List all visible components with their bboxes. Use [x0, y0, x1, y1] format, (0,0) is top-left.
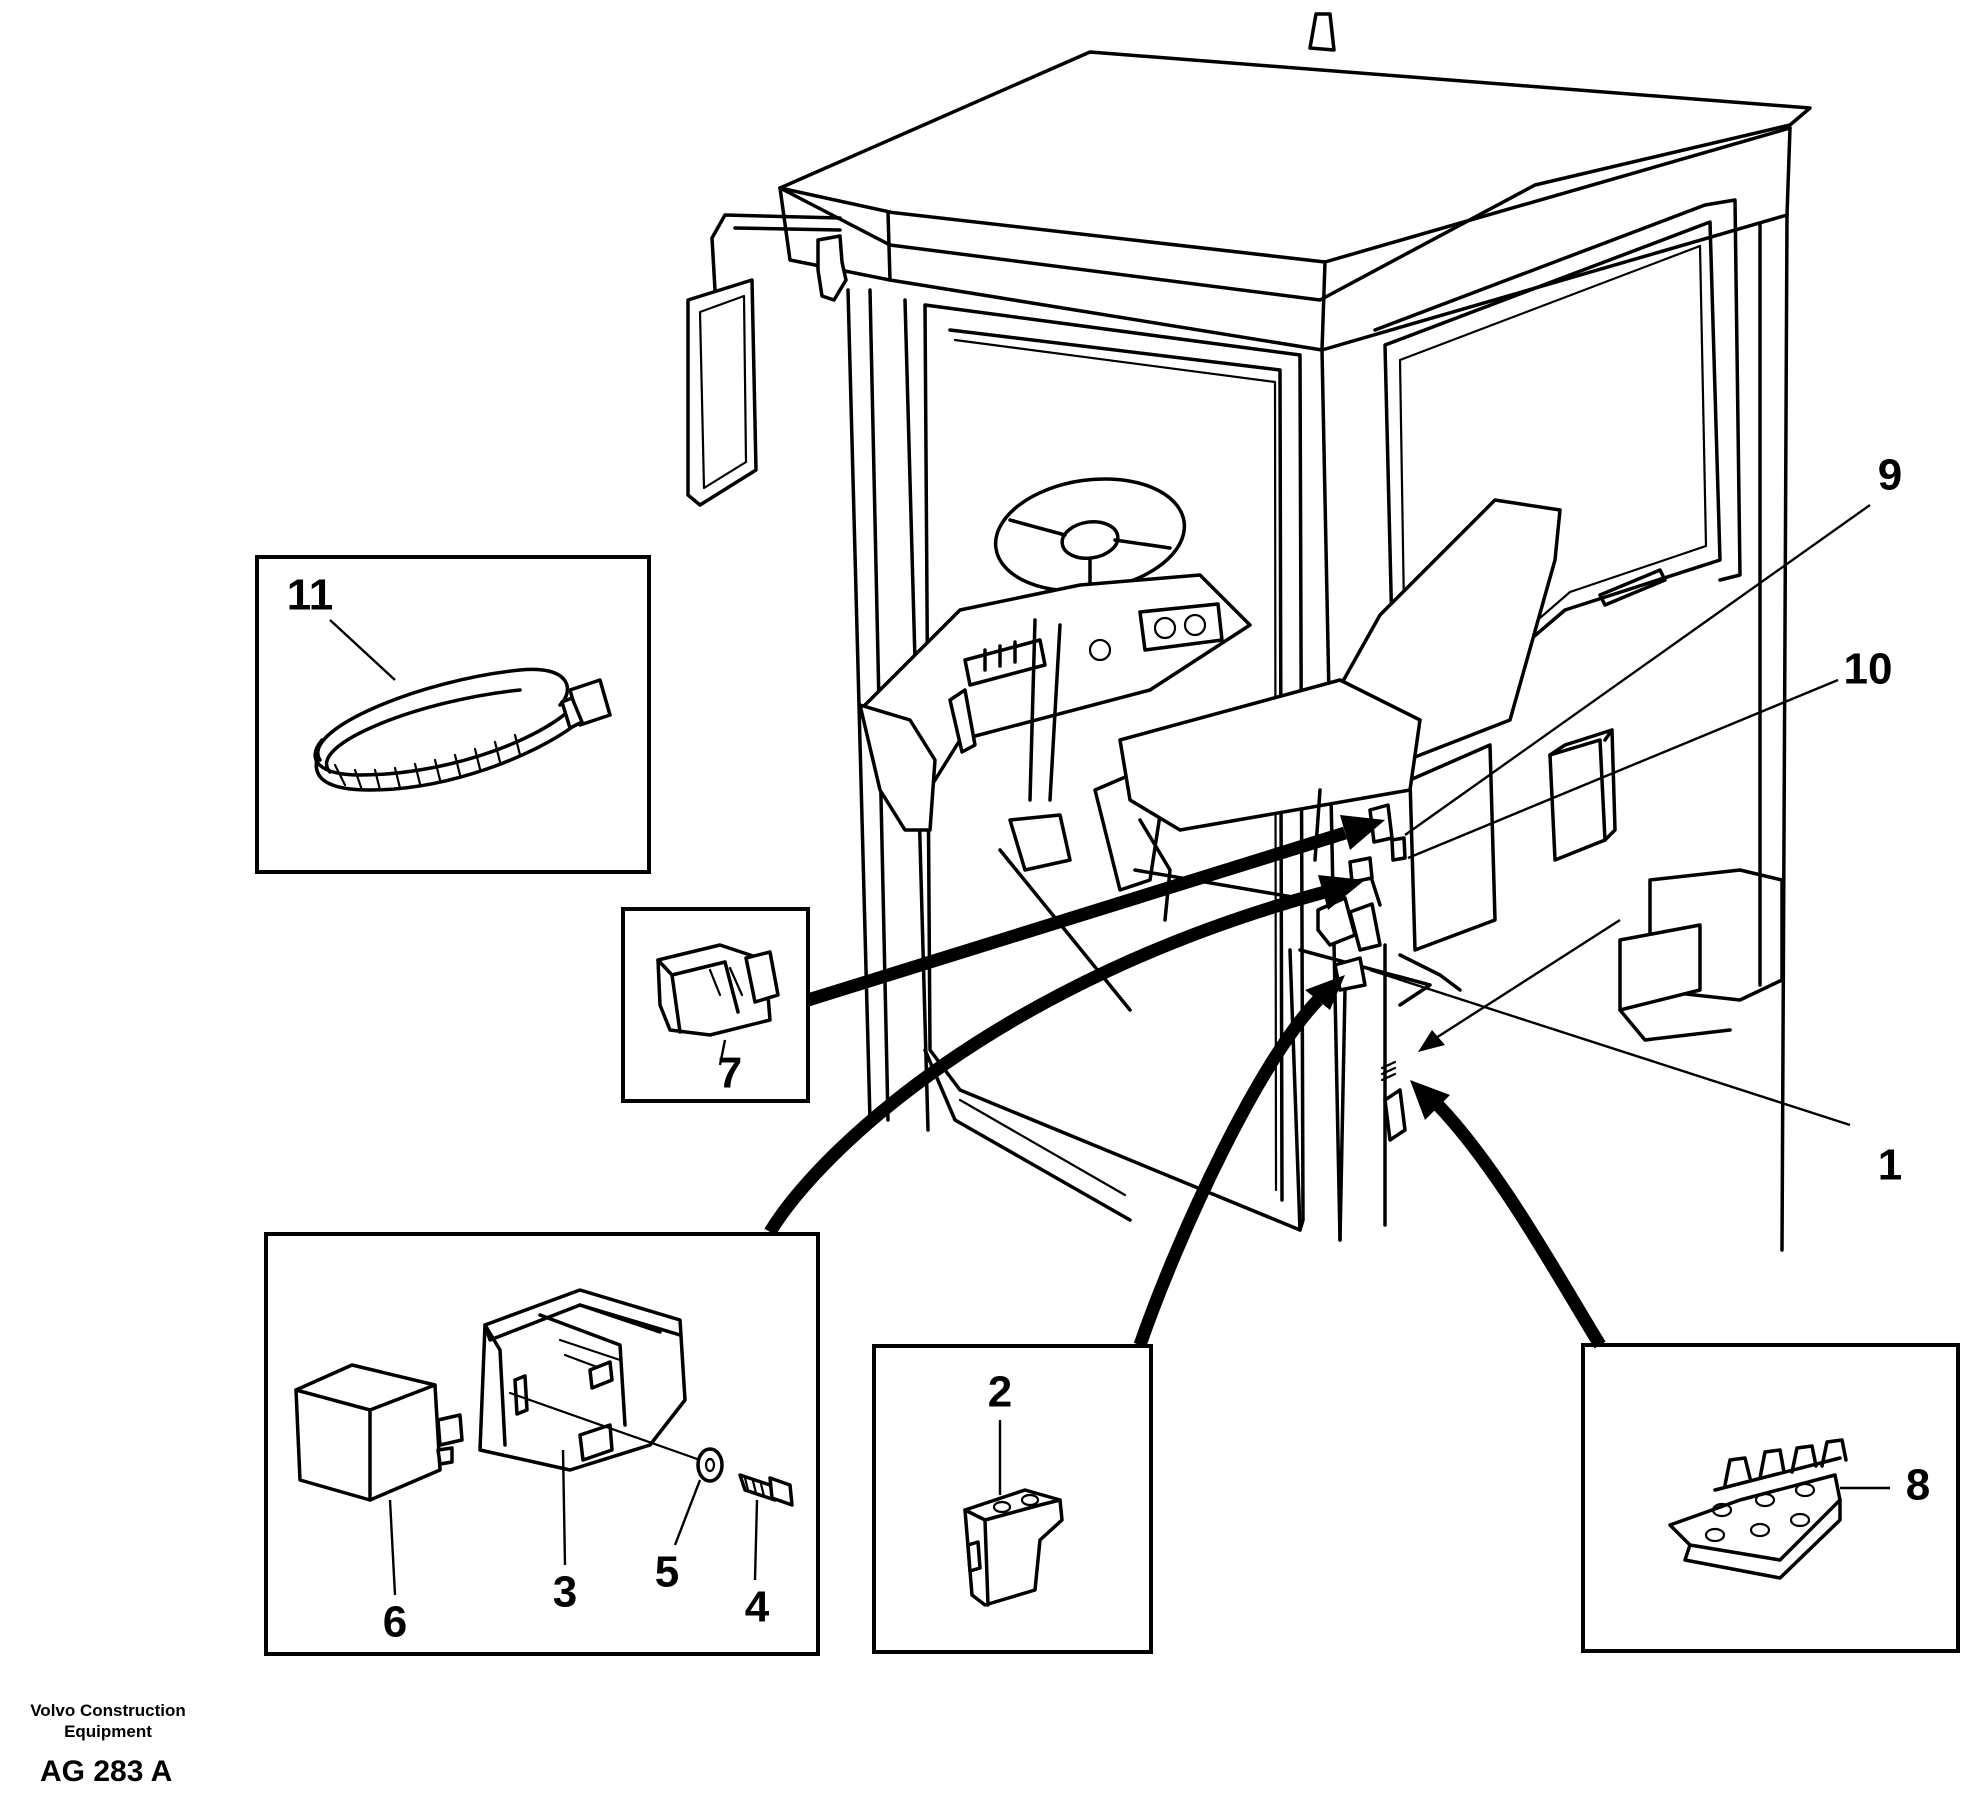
company-name: Volvo Construction Equipment: [18, 1700, 198, 1742]
fuse-bracket-illustration: [1668, 1438, 1848, 1580]
operator-cab-illustration: [686, 12, 1812, 1252]
detail-box-fuse: 2: [872, 1344, 1153, 1654]
pointer-arrows: [764, 815, 1606, 1349]
detail-box-bracket: 8: [1581, 1343, 1960, 1653]
callout-1: 1: [1878, 1141, 1902, 1190]
cable-tie-illustration: [313, 667, 612, 792]
callout-4: 4: [745, 1583, 770, 1632]
callout-7: 7: [718, 1049, 742, 1098]
callout-11: 11: [287, 571, 334, 620]
callout-8: 8: [1906, 1461, 1930, 1510]
callout-10: 10: [1844, 645, 1893, 694]
company-name-line2: Equipment: [64, 1722, 152, 1741]
main-view-callouts: 9 10 1: [1369, 451, 1902, 1190]
relay-illustration: [294, 1363, 464, 1502]
rocker-switch-illustration: [656, 943, 780, 1037]
detail-box-cable-tie: 11: [255, 555, 651, 874]
callout-3: 3: [553, 1568, 577, 1617]
fuse-illustration: [963, 1488, 1064, 1607]
detail-box-switch: 7: [621, 907, 810, 1103]
drawing-code: AG 283 A: [40, 1755, 173, 1788]
detail-box-relay-socket: 6 3 5 4: [264, 1232, 820, 1656]
callout-6: 6: [383, 1598, 407, 1647]
company-name-line1: Volvo Construction: [30, 1701, 186, 1720]
callout-9: 9: [1878, 451, 1902, 500]
relay-socket-illustration: [478, 1288, 687, 1472]
screw-and-washer-illustration: [508, 1391, 794, 1507]
callout-5: 5: [655, 1548, 679, 1597]
callout-2: 2: [988, 1368, 1012, 1417]
